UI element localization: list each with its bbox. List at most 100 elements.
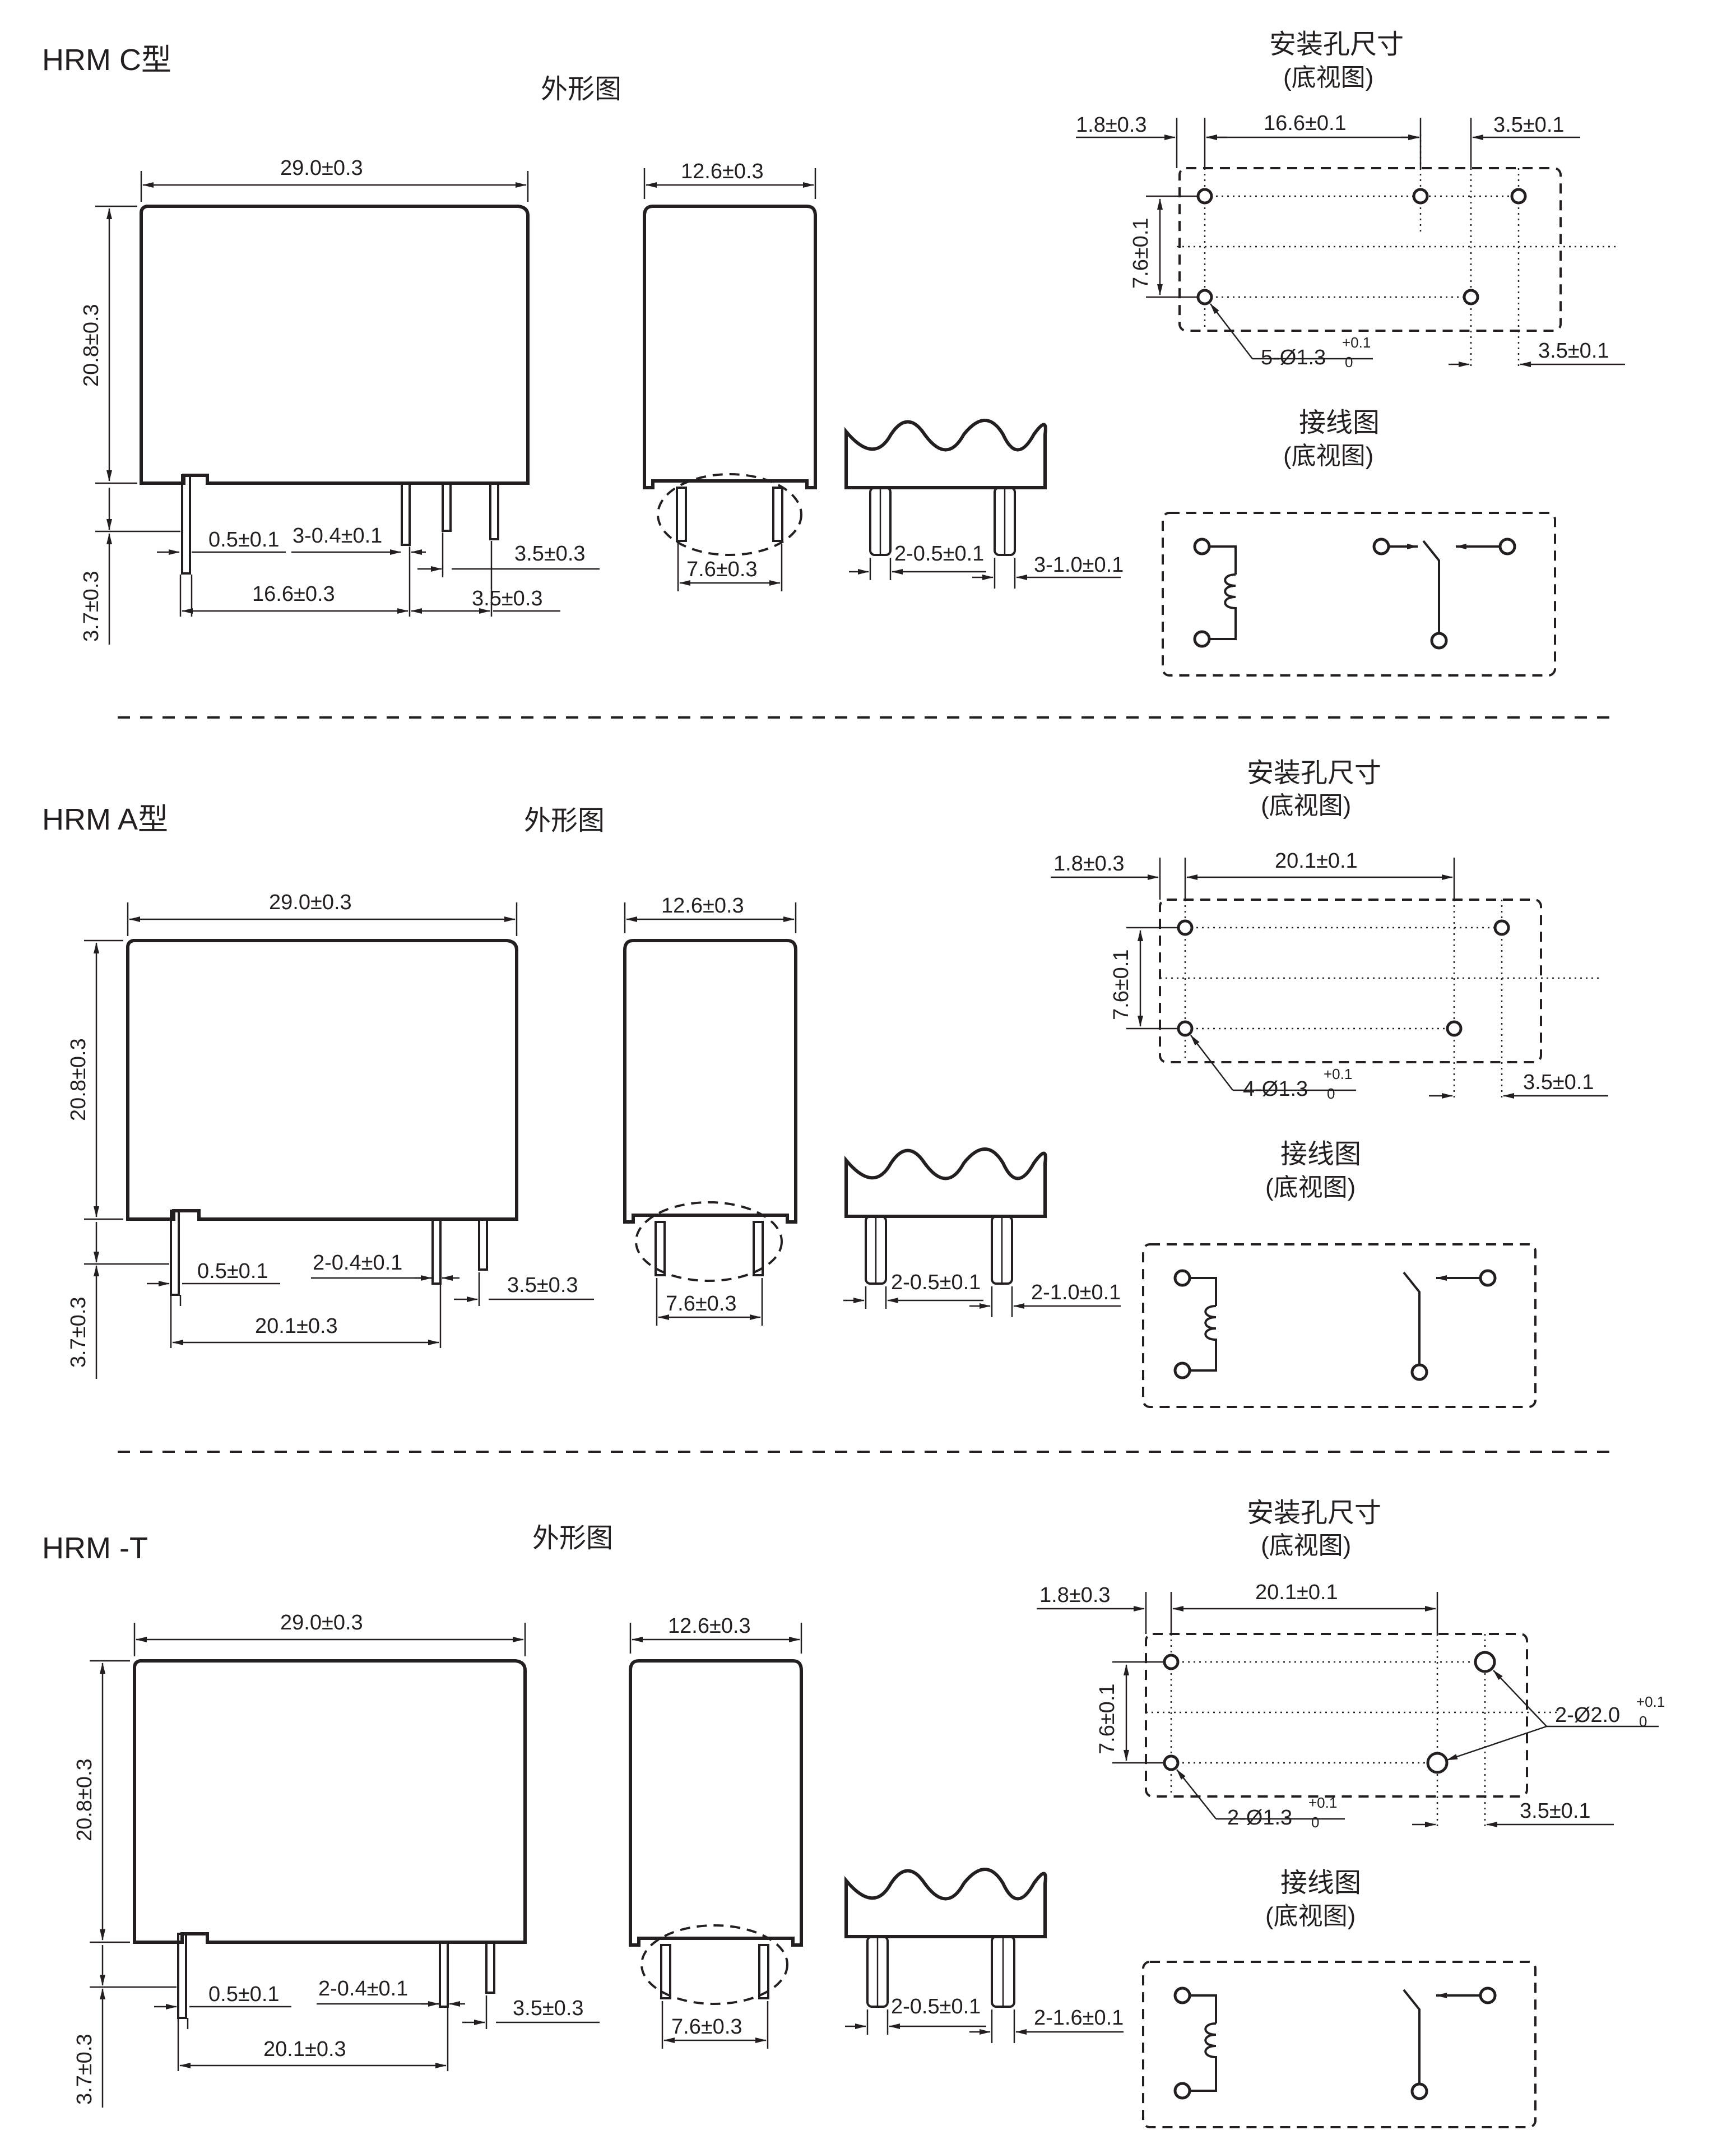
coil-terminal-2 xyxy=(1193,630,1211,648)
pin-detail: 2-0.5±0.1 2-1.6±0.1 xyxy=(844,1868,1124,2043)
mount-hole2-tol-low: 0 xyxy=(1639,1713,1647,1730)
pin-detail: 2-0.5±0.1 2-1.0±0.1 xyxy=(843,1147,1121,1317)
side-width-dim: 12.6±0.3 xyxy=(668,1614,751,1638)
mount-mid-dim: 20.1±0.1 xyxy=(1275,849,1358,873)
detail-b-dim: 3-1.0±0.1 xyxy=(1034,553,1124,577)
mount-subtitle: (底视图) xyxy=(1261,792,1351,819)
mount-hole-view: 安装孔尺寸 (底视图) 1.8±0.3 20.1±0.1 7.6±0.1 xyxy=(1051,758,1608,1102)
pin-spacing-a: 3.5±0.3 xyxy=(513,1997,584,2020)
outline-label: 外形图 xyxy=(532,1524,613,1553)
detail-a-dim: 2-0.5±0.1 xyxy=(891,1995,981,2018)
mount-mid-dim: 16.6±0.1 xyxy=(1264,112,1347,135)
mount-bottom-dim: 3.5±0.1 xyxy=(1523,1071,1594,1094)
mount-title: 安装孔尺寸 xyxy=(1247,1498,1381,1528)
mount-hole-tol-low: 0 xyxy=(1327,1085,1335,1102)
mount-title: 安装孔尺寸 xyxy=(1247,758,1381,788)
side-width-dim: 12.6±0.3 xyxy=(661,894,744,918)
mount-left-dim: 1.8±0.3 xyxy=(1039,1583,1111,1607)
coil-symbol xyxy=(1190,1277,1217,1372)
side-pitch-dim: 7.6±0.3 xyxy=(671,2015,742,2039)
wiring-title: 接线图 xyxy=(1280,1140,1361,1169)
section-hrm-c: HRM C型 外形图 29.0±0.3 20.8±0.3 3.7±0.3 xyxy=(42,30,1625,677)
mount-hole-tol-low: 0 xyxy=(1345,354,1353,371)
mount-subtitle: (底视图) xyxy=(1283,64,1373,91)
height-dim: 20.8±0.3 xyxy=(73,1758,96,1841)
mount-right-dim: 3.5±0.1 xyxy=(1493,113,1565,137)
section-hrm-a: HRM A型 外形图 29.0±0.3 20.8±0.3 3.7±0.3 0.5… xyxy=(42,758,1608,1408)
mount-v-dim: 7.6±0.1 xyxy=(1129,217,1153,289)
mount-left-dim: 1.8±0.3 xyxy=(1076,113,1147,137)
mount-hole2-tol: +0.1 xyxy=(1636,1693,1665,1710)
pin-3-dim: 3-0.4±0.1 xyxy=(293,524,382,548)
side-view: 12.6±0.3 7.6±0.3 xyxy=(643,160,817,591)
pin-spacing-c: 3.5±0.3 xyxy=(472,587,543,610)
wiring-view: 接线图 (底视图) xyxy=(1162,408,1556,677)
pin-length-dim: 3.7±0.3 xyxy=(80,571,103,642)
pin-detail: 2-0.5±0.1 3-1.0±0.1 xyxy=(844,419,1124,589)
pin-length-dim: 3.7±0.3 xyxy=(67,1296,90,1368)
height-dim: 20.8±0.3 xyxy=(80,304,103,387)
mount-left-dim: 1.8±0.3 xyxy=(1053,852,1125,876)
pin-width-dim: 0.5±0.1 xyxy=(197,1259,268,1283)
detail-b-dim: 2-1.0±0.1 xyxy=(1031,1281,1121,1304)
wiring-subtitle: (底视图) xyxy=(1283,442,1373,470)
mount-hole-dim: 4-Ø1.3 xyxy=(1243,1077,1308,1101)
wiring-subtitle: (底视图) xyxy=(1265,1902,1356,1930)
pin-spacing-b: 20.1±0.3 xyxy=(263,2038,346,2061)
mount-hole2-dim: 2-Ø2.0 xyxy=(1555,1703,1620,1727)
outline-label: 外形图 xyxy=(541,75,621,104)
side-view: 12.6±0.3 7.6±0.3 xyxy=(623,894,797,1326)
pin-width-dim: 0.5±0.1 xyxy=(208,528,280,552)
mount-hole-tol: +0.1 xyxy=(1308,1794,1337,1811)
mount-hole-view: 安装孔尺寸 (底视图) 1.8±0.3 20.1±0.1 7.6±0.1 xyxy=(1037,1498,1665,1831)
mount-hole-dim: 2-Ø1.3 xyxy=(1227,1806,1292,1830)
section-hrm-t: HRM -T 外形图 29.0±0.3 20.8±0.3 3.7±0.3 0.5… xyxy=(42,1498,1665,2128)
coil-symbol xyxy=(1209,545,1237,640)
wiring-view: 接线图 (底视图) xyxy=(1142,1140,1537,1408)
mount-hole-dim: 5-Ø1.3 xyxy=(1261,346,1326,369)
detail-a-dim: 2-0.5±0.1 xyxy=(891,1271,981,1294)
mount-v-dim: 7.6±0.1 xyxy=(1110,949,1133,1020)
side-view: 12.6±0.3 7.6±0.3 xyxy=(629,1614,803,2049)
mount-mid-dim: 20.1±0.1 xyxy=(1255,1581,1338,1604)
mount-bottom-dim: 3.5±0.1 xyxy=(1538,339,1609,363)
mount-hole-tol: +0.1 xyxy=(1324,1066,1352,1082)
mount-v-dim: 7.6±0.1 xyxy=(1096,1683,1119,1754)
wiring-subtitle: (底视图) xyxy=(1265,1174,1356,1201)
side-width-dim: 12.6±0.3 xyxy=(681,160,764,183)
outline-label: 外形图 xyxy=(524,806,605,836)
pin-spacing-a: 3.5±0.3 xyxy=(507,1274,578,1297)
side-pitch-dim: 7.6±0.3 xyxy=(686,558,758,581)
coil-terminal-1 xyxy=(1193,538,1211,555)
mount-hole-view: 安装孔尺寸 (底视图) 1.8±0.3 16.6±0.1 xyxy=(1076,30,1625,371)
pin-width-dim: 0.5±0.1 xyxy=(208,1983,280,2006)
pin-spacing-b: 16.6±0.3 xyxy=(252,582,335,606)
pin-spacing-b: 20.1±0.3 xyxy=(255,1314,338,1338)
pin-spacing-a: 3.5±0.3 xyxy=(514,542,586,566)
width-dim: 29.0±0.3 xyxy=(280,156,363,180)
detail-a-dim: 2-0.5±0.1 xyxy=(894,542,984,566)
mount-hole-tol-low: 0 xyxy=(1311,1814,1319,1831)
width-dim: 29.0±0.3 xyxy=(269,891,352,914)
mount-hole-tol: +0.1 xyxy=(1342,334,1371,351)
pin-3-dim: 2-0.4±0.1 xyxy=(318,1977,408,2001)
pin-length-dim: 3.7±0.3 xyxy=(73,2034,96,2105)
mount-bottom-dim: 3.5±0.1 xyxy=(1520,1799,1591,1823)
mount-subtitle: (底视图) xyxy=(1261,1532,1351,1559)
wiring-title: 接线图 xyxy=(1280,1868,1361,1898)
model-title: HRM -T xyxy=(42,1531,148,1565)
front-view: 29.0±0.3 20.8±0.3 3.7±0.3 0.5±0.1 3-0.4±… xyxy=(80,156,600,645)
detail-b-dim: 2-1.6±0.1 xyxy=(1034,2006,1124,2030)
model-title: HRM C型 xyxy=(42,43,171,77)
front-view: 29.0±0.3 20.8±0.3 3.7±0.3 0.5±0.1 2-0.4±… xyxy=(67,891,594,1379)
model-title: HRM A型 xyxy=(42,803,168,836)
side-pitch-dim: 7.6±0.3 xyxy=(666,1292,737,1316)
width-dim: 29.0±0.3 xyxy=(280,1611,363,1634)
mount-title: 安装孔尺寸 xyxy=(1269,30,1404,59)
front-view: 29.0±0.3 20.8±0.3 3.7±0.3 0.5±0.1 2-0.4±… xyxy=(73,1611,600,2108)
coil-symbol xyxy=(1190,1994,1217,2092)
wiring-view: 接线图 (底视图) xyxy=(1142,1868,1537,2128)
height-dim: 20.8±0.3 xyxy=(67,1038,90,1121)
wiring-title: 接线图 xyxy=(1299,408,1380,438)
pin-3-dim: 2-0.4±0.1 xyxy=(313,1251,402,1275)
